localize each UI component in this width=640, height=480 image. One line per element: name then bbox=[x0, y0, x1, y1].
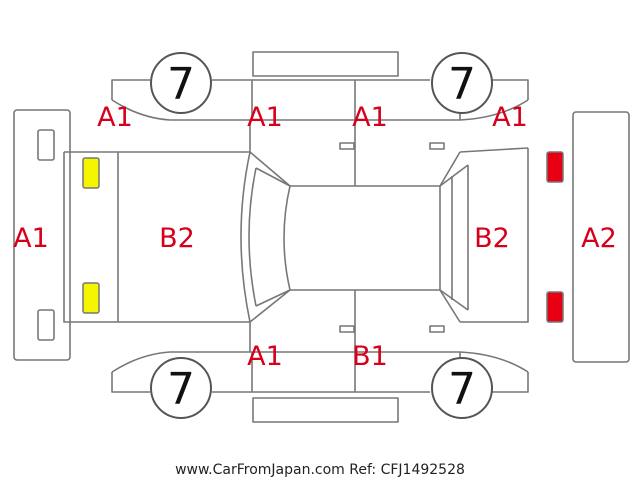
rear-bumper bbox=[572, 111, 630, 363]
wheel-rear-left-value: 7 bbox=[448, 59, 476, 110]
front-lamp-top bbox=[82, 157, 100, 189]
wheel-front-right-value: 7 bbox=[167, 364, 195, 415]
wheel-rear-right-value: 7 bbox=[448, 364, 476, 415]
wheel-rear-left: 7 bbox=[431, 52, 493, 114]
rear-lamp-bottom bbox=[546, 291, 564, 323]
code-rear-left-door: A1 bbox=[352, 102, 388, 133]
front-bumper bbox=[13, 109, 71, 361]
wheel-front-right: 7 bbox=[150, 357, 212, 419]
front-lamp-bottom bbox=[82, 282, 100, 314]
code-rear-left-quarter: A1 bbox=[492, 102, 528, 133]
rear-lamp-top bbox=[546, 151, 564, 183]
wheel-front-left-value: 7 bbox=[167, 59, 195, 110]
code-front-bumper: A1 bbox=[13, 223, 49, 254]
code-rear-bumper: A2 bbox=[581, 223, 617, 254]
wheel-rear-right: 7 bbox=[431, 357, 493, 419]
code-front-left-door: A1 bbox=[247, 102, 283, 133]
footer-reference: www.CarFromJapan.com Ref: CFJ1492528 bbox=[175, 462, 465, 478]
code-trunk-lid: B2 bbox=[474, 223, 510, 254]
code-front-left-fender: A1 bbox=[97, 102, 133, 133]
code-front-right-door: A1 bbox=[247, 341, 283, 372]
right-side-body bbox=[111, 290, 529, 423]
code-hood: B2 bbox=[159, 223, 195, 254]
top-body bbox=[63, 147, 529, 323]
code-rear-right-door: B1 bbox=[352, 341, 388, 372]
left-side-body bbox=[111, 51, 529, 186]
wheel-front-left: 7 bbox=[150, 52, 212, 114]
